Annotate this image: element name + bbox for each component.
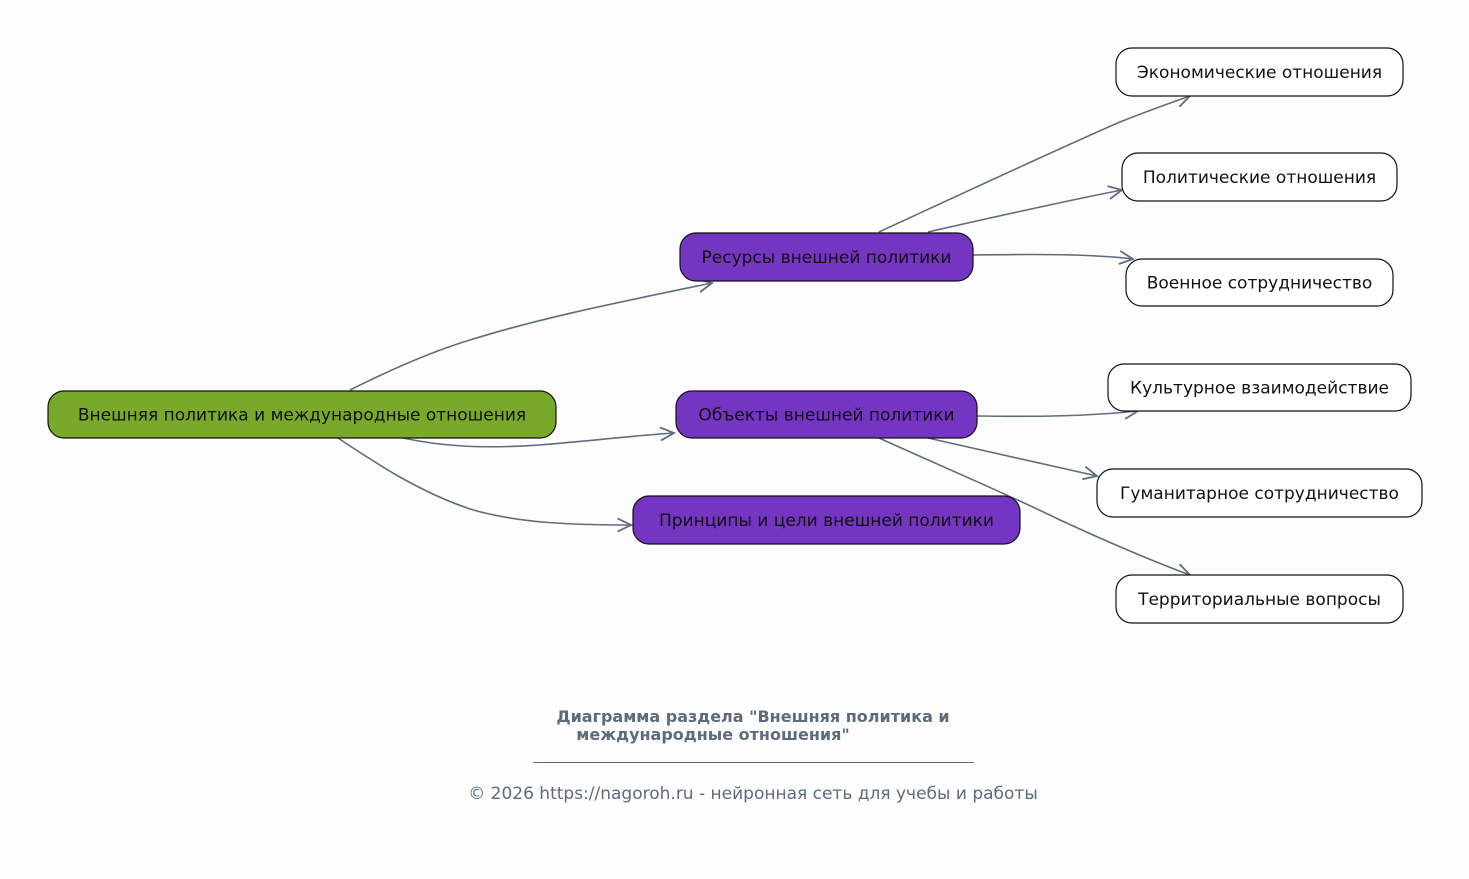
edge-root-to-resources — [349, 278, 715, 391]
root-node-root[interactable]: Внешняя политика и международные отношен… — [47, 390, 557, 439]
node-box — [1125, 258, 1394, 307]
leaf-node-political[interactable]: Политические отношения — [1121, 152, 1398, 202]
node-label: Внешняя политика и международные отношен… — [78, 406, 526, 426]
node-label: Гуманитарное сотрудничество — [1120, 484, 1399, 504]
leaf-node-territorial[interactable]: Территориальные вопросы — [1115, 574, 1404, 624]
edge-line — [972, 253, 1134, 260]
node-box — [675, 390, 978, 439]
node-box — [47, 390, 557, 439]
edge-line — [349, 282, 713, 391]
caption-title-line-1: Диаграмма раздела "Внешняя политика и — [556, 707, 950, 726]
edge-resources-to-military — [972, 250, 1136, 265]
edge-line — [927, 437, 1098, 477]
node-label: Военное сотрудничество — [1147, 274, 1373, 294]
edge-objects-to-humanitarian — [927, 437, 1100, 481]
node-label: Культурное взаимодействие — [1130, 379, 1389, 399]
arrowhead-icon — [1118, 250, 1136, 265]
arrowhead-icon — [659, 426, 677, 442]
node-label: Объекты внешней политики — [698, 406, 954, 426]
node-box — [1107, 363, 1412, 412]
node-label: Территориальные вопросы — [1137, 590, 1381, 610]
arrowhead-icon — [617, 517, 634, 533]
arrowhead-icon — [1107, 185, 1125, 200]
edge-line — [927, 189, 1123, 233]
edge-line — [878, 95, 1191, 233]
node-box — [679, 232, 974, 282]
edge-line — [337, 437, 632, 526]
diagram-caption-title: Диаграмма раздела "Внешняя политика и ме… — [520, 708, 986, 744]
caption-divider — [533, 762, 974, 763]
node-label: Ресурсы внешней политики — [702, 248, 952, 268]
edge-line — [976, 410, 1139, 418]
branch-node-objects[interactable]: Объекты внешней политики — [675, 390, 978, 439]
edge-line — [402, 432, 675, 448]
node-label: Экономические отношения — [1137, 63, 1382, 83]
edge-resources-to-political — [927, 185, 1125, 233]
leaf-node-humanitarian[interactable]: Гуманитарное сотрудничество — [1096, 468, 1423, 518]
branch-node-principles[interactable]: Принципы и цели внешней политики — [632, 495, 1021, 545]
edge-line — [878, 437, 1191, 576]
nodes-layer: Внешняя политика и международные отношен… — [47, 47, 1423, 624]
edge-root-to-objects — [402, 426, 677, 448]
leaf-node-cultural[interactable]: Культурное взаимодействие — [1107, 363, 1412, 412]
node-box — [1096, 468, 1423, 518]
leaf-node-economic[interactable]: Экономические отношения — [1115, 47, 1404, 97]
node-label: Политические отношения — [1143, 168, 1376, 188]
caption-title-line-2: международные отношения" — [576, 725, 850, 744]
arrowhead-icon — [1082, 465, 1100, 481]
branch-node-resources[interactable]: Ресурсы внешней политики — [679, 232, 974, 282]
node-box — [632, 495, 1021, 545]
node-box — [1121, 152, 1398, 202]
node-label: Принципы и цели внешней политики — [659, 511, 994, 531]
node-box — [1115, 574, 1404, 624]
edge-root-to-principles — [337, 437, 634, 533]
leaf-node-military[interactable]: Военное сотрудничество — [1125, 258, 1394, 307]
node-box — [1115, 47, 1404, 97]
copyright-footer: © 2026 https://nagoroh.ru - нейронная се… — [468, 784, 1038, 804]
